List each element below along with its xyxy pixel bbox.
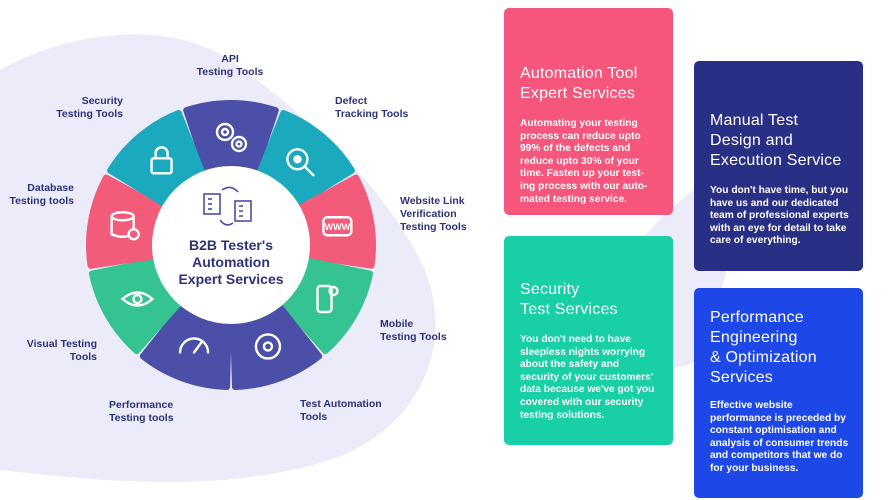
card-text: Automating your testing process can redu… — [520, 118, 648, 205]
card-automation-tool: Automation Tool Expert Services Automati… — [504, 8, 673, 215]
eye-search-icon — [120, 291, 155, 307]
label-website-link: Website Link Verification Testing Tools — [400, 195, 467, 233]
card-title: Automation Tool Expert Services — [520, 65, 638, 102]
label-performance-testing: Performance Testing tools — [109, 399, 174, 424]
circuit-lock-icon — [150, 146, 173, 175]
mobile-settings-icon — [316, 284, 339, 314]
card-title: Manual Test Design and Execution Service — [710, 112, 842, 169]
label-mobile-testing: Mobile Testing Tools — [380, 318, 447, 343]
label-visual-testing: Visual Testing Tools — [26, 338, 97, 363]
svg-text:WWW: WWW — [325, 222, 351, 232]
card-text: You don't need to have sleepless nights … — [520, 334, 655, 421]
card-text: Effective website performance is precede… — [710, 400, 849, 474]
card-text: You don't have time, but you have us and… — [710, 185, 849, 247]
wheel-center-title: B2B Tester's Automation Expert Services — [178, 237, 284, 287]
card-title: Security Test Services — [520, 281, 618, 318]
label-database-testing: Database Testing tools — [9, 182, 74, 207]
wheel-center — [152, 166, 310, 324]
card-performance-engineering: Performance Engineering & Optimization S… — [694, 288, 863, 498]
automation-cycle-icon — [254, 333, 282, 360]
label-defect-tracking: Defect Tracking Tools — [335, 95, 409, 120]
card-security-test: Security Test Services You don't need to… — [504, 236, 673, 445]
speedometer-icon — [178, 337, 210, 354]
card-manual-test: Manual Test Design and Execution Service… — [694, 61, 863, 271]
bug-search-icon — [286, 148, 315, 177]
database-check-icon — [110, 211, 140, 241]
label-api-testing: API Testing Tools — [196, 53, 264, 78]
label-test-automation: Test Automation Tools — [300, 398, 382, 423]
segment-icons: WWW — [110, 122, 353, 360]
buildings-transfer-icon — [203, 186, 252, 226]
gears-icon — [215, 122, 248, 153]
label-security-testing: Security Testing Tools — [56, 95, 123, 120]
card-title: Performance Engineering & Optimization S… — [710, 309, 817, 386]
www-link-icon: WWW — [322, 216, 353, 237]
